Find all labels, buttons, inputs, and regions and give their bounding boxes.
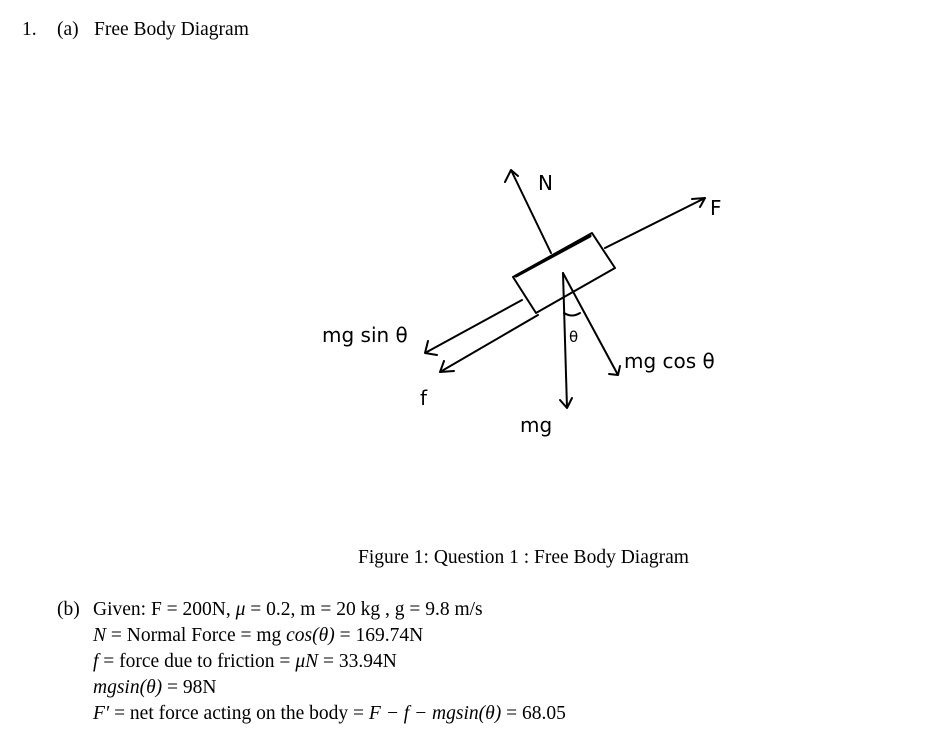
applied-force-arrow	[604, 197, 706, 249]
part-a-label: (a)	[57, 19, 79, 40]
weight-arrow	[559, 272, 573, 409]
net-force-line: F′ = net force acting on the body = F − …	[93, 703, 566, 724]
label-weight: mg	[520, 413, 552, 437]
label-mg-cos: mg cos θ	[624, 349, 715, 373]
friction-line: f = force due to friction = μN = 33.94N	[93, 651, 397, 672]
angle-arc	[563, 312, 581, 317]
part-a-title: Free Body Diagram	[94, 19, 249, 40]
normal-force-line: N = Normal Force = mg cos(θ) = 169.74N	[93, 625, 424, 646]
normal-force-arrow	[504, 169, 552, 254]
question-number: 1.	[22, 19, 37, 40]
label-mg-sin: mg sin θ	[322, 323, 408, 347]
mg-sin-line: mgsin(θ) = 98N	[93, 677, 217, 698]
given-line: Given: F = 200N, μ = 0.2, m = 20 kg , g …	[93, 599, 483, 620]
mg-sin-arrow	[424, 299, 523, 356]
friction-arrow	[439, 314, 539, 373]
label-applied: F	[710, 196, 722, 220]
mg-cos-arrow	[562, 272, 621, 376]
part-b-label: (b)	[57, 599, 80, 620]
label-angle: θ	[569, 328, 578, 346]
figure-caption: Figure 1: Question 1 : Free Body Diagram	[358, 547, 689, 568]
label-normal: N	[538, 171, 553, 195]
label-friction: f	[420, 386, 428, 410]
